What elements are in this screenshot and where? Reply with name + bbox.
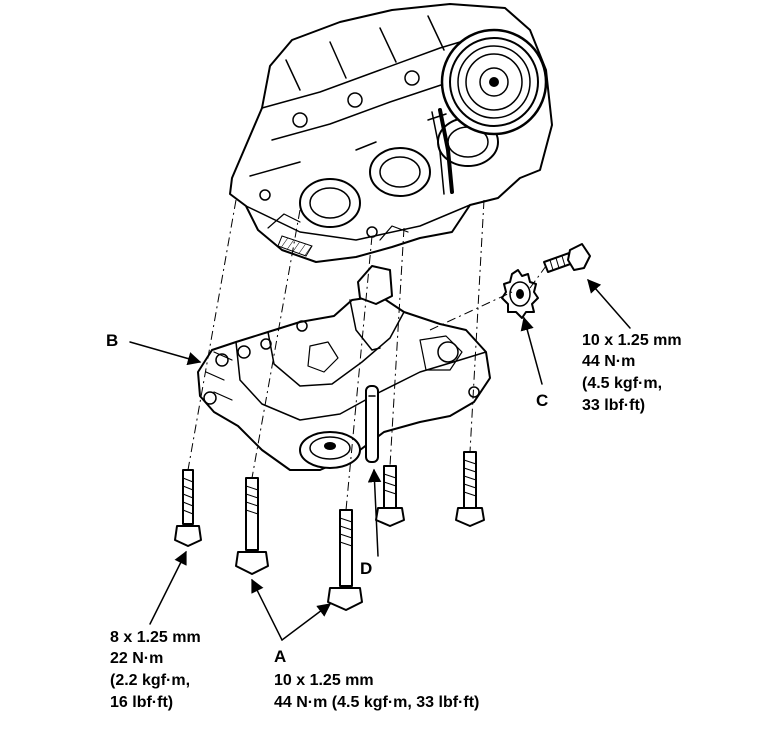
bolt-a-2: [327, 509, 363, 611]
spec-upper-right-line-4: 33 lbf·ft): [582, 397, 645, 414]
assembly-lines: [187, 199, 547, 511]
spec-lower-left-line-3: (2.2 kgf·m,: [110, 672, 190, 689]
label-c: C: [536, 391, 548, 410]
spec-lower-left: 8 x 1.25 mm 22 N·m (2.2 kgf·m, 16 lbf·ft…: [110, 629, 201, 711]
spec-lower-left-line-4: 16 lbf·ft): [110, 694, 173, 711]
bolts-group: [174, 451, 485, 611]
spec-upper-right-line-3: (4.5 kgf·m,: [582, 375, 662, 392]
spec-upper-right-line-1: 10 x 1.25 mm: [582, 332, 682, 349]
spec-lower-left-line-2: 22 N·m: [110, 650, 163, 667]
label-a: A: [274, 647, 286, 666]
spec-bottom-a-line-2: 44 N·m (4.5 kgf·m, 33 lbf·ft): [274, 694, 479, 711]
drive-gear: [501, 269, 539, 319]
spec-bottom-a: 10 x 1.25 mm 44 N·m (4.5 kgf·m, 33 lbf·f…: [274, 672, 479, 711]
bolt-d-side: [375, 465, 405, 527]
spec-bottom-a-line-1: 10 x 1.25 mm: [274, 672, 374, 689]
upper-right-bolt: [543, 243, 591, 273]
oil-pump: [197, 265, 491, 471]
bolt-right: [455, 451, 485, 527]
label-b: B: [106, 331, 118, 350]
bolt-a-1: [235, 477, 269, 575]
callout-arrows: [129, 278, 631, 641]
spec-upper-right: 10 x 1.25 mm 44 N·m (4.5 kgf·m, 33 lbf·f…: [582, 332, 682, 414]
spec-upper-right-line-2: 44 N·m: [582, 353, 635, 370]
engine-block: [229, 3, 553, 263]
spec-lower-left-line-1: 8 x 1.25 mm: [110, 629, 201, 646]
bolt-8mm: [174, 469, 202, 547]
label-d: D: [360, 559, 372, 578]
